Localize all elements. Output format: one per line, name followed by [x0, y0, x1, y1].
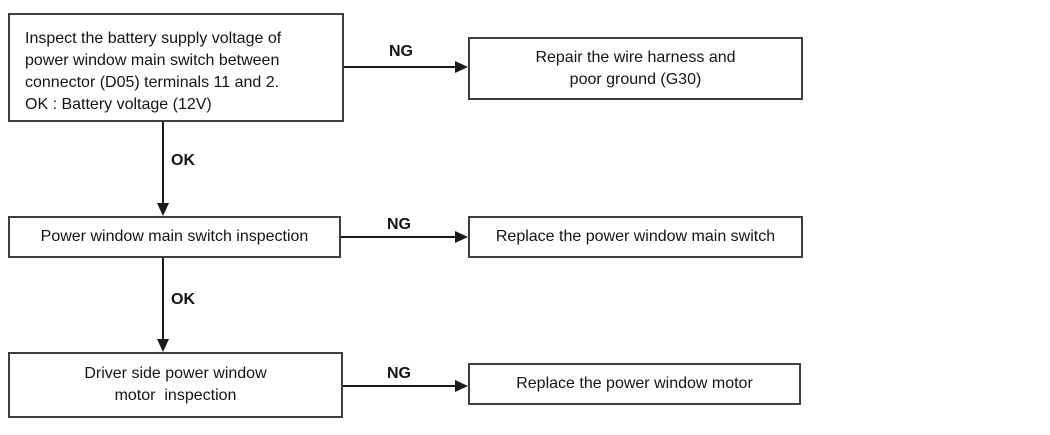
node-repair-wire-harness: Repair the wire harness and poor ground …	[468, 37, 803, 100]
arrowhead-down-icon	[157, 203, 169, 216]
arrowhead-right-icon	[455, 231, 468, 243]
arrow-line-ok-1	[162, 122, 164, 205]
node-text-line: Power window main switch inspection	[40, 228, 309, 245]
edge-label-ng-3: NG	[387, 365, 411, 382]
arrow-line-ng-2	[341, 236, 458, 238]
node-replace-motor: Replace the power window motor	[468, 363, 801, 405]
arrowhead-right-icon	[455, 61, 468, 73]
node-text-line: Driver side power window	[84, 365, 267, 382]
node-text-line: Replace the power window main switch	[495, 228, 776, 245]
arrowhead-down-icon	[157, 339, 169, 352]
arrowhead-right-icon	[455, 380, 468, 392]
node-text-line: Repair the wire harness and	[535, 48, 736, 66]
node-replace-main-switch: Replace the power window main switch	[468, 216, 803, 258]
edge-label-ok-2: OK	[171, 291, 195, 308]
arrow-line-ng-3	[343, 385, 458, 387]
node-main-switch-inspection: Power window main switch inspection	[8, 216, 341, 258]
edge-label-ng-1: NG	[389, 43, 413, 60]
arrow-line-ng-1	[344, 66, 458, 68]
edge-label-ok-1: OK	[171, 152, 195, 169]
node-inspect-battery-voltage-text: Inspect the battery supply voltage of po…	[10, 15, 342, 116]
node-text-line: poor ground (G30)	[569, 70, 702, 88]
node-text-line: Inspect the battery supply voltage of	[25, 30, 282, 47]
node-text-line: connector (D05) terminals 11 and 2.	[25, 74, 280, 91]
node-text-line: OK : Battery voltage (12V)	[25, 96, 212, 113]
node-text-line: motor inspection	[114, 387, 237, 404]
arrow-line-ok-2	[162, 258, 164, 341]
node-inspect-battery-voltage: Inspect the battery supply voltage of po…	[8, 13, 344, 122]
node-text-line: Replace the power window motor	[516, 375, 753, 392]
node-text-line: power window main switch between	[25, 52, 280, 69]
edge-label-ng-2: NG	[387, 216, 411, 233]
node-motor-inspection: Driver side power window motor inspectio…	[8, 352, 343, 418]
